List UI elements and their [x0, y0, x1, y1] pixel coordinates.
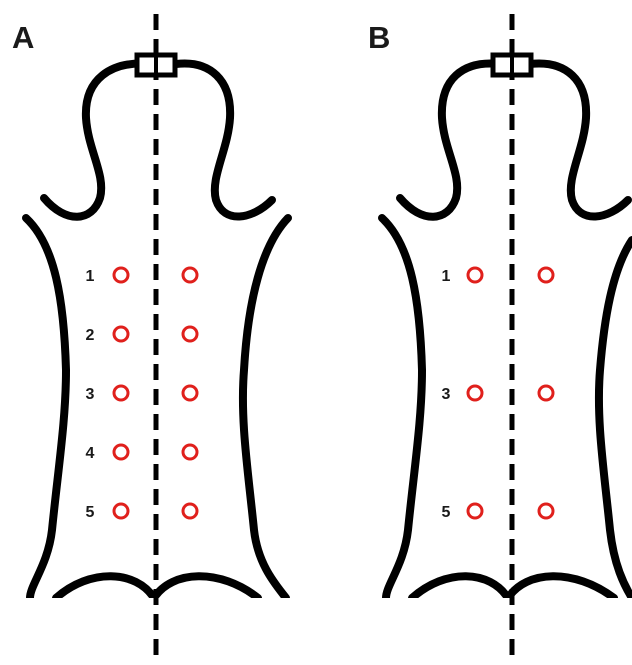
- injection-site-marker-right: [183, 386, 197, 400]
- site-number: 5: [86, 504, 95, 521]
- panel-label: B: [368, 20, 390, 55]
- injection-site-marker-right: [183, 504, 197, 518]
- site-number: 2: [86, 327, 95, 344]
- injection-site-marker-left: [114, 445, 128, 459]
- injection-sites: 1 2 3 4 5: [86, 268, 197, 521]
- injection-site-marker-right: [539, 386, 553, 400]
- injection-site-marker-right: [183, 268, 197, 282]
- injection-site-marker-right: [539, 268, 553, 282]
- injection-site-marker-right: [539, 504, 553, 518]
- injection-site-marker-left: [114, 504, 128, 518]
- site-number: 3: [442, 386, 451, 403]
- injection-site-marker-left: [468, 386, 482, 400]
- site-number: 1: [86, 268, 95, 285]
- site-number: 3: [86, 386, 95, 403]
- injection-site-marker-left: [114, 268, 128, 282]
- site-number: 4: [86, 445, 95, 462]
- site-number: 5: [442, 504, 451, 521]
- injection-site-marker-left: [114, 327, 128, 341]
- panel-a: A 1 2 3 4 5: [12, 14, 288, 664]
- panel-b: B 1 3 5: [368, 14, 632, 664]
- injection-site-marker-right: [183, 327, 197, 341]
- injection-site-marker-right: [183, 445, 197, 459]
- injection-site-marker-left: [468, 504, 482, 518]
- panel-label: A: [12, 20, 34, 55]
- body-outline: [382, 63, 632, 598]
- site-number: 1: [442, 268, 451, 285]
- injection-sites: 1 3 5: [442, 268, 553, 521]
- injection-site-marker-left: [468, 268, 482, 282]
- injection-site-marker-left: [114, 386, 128, 400]
